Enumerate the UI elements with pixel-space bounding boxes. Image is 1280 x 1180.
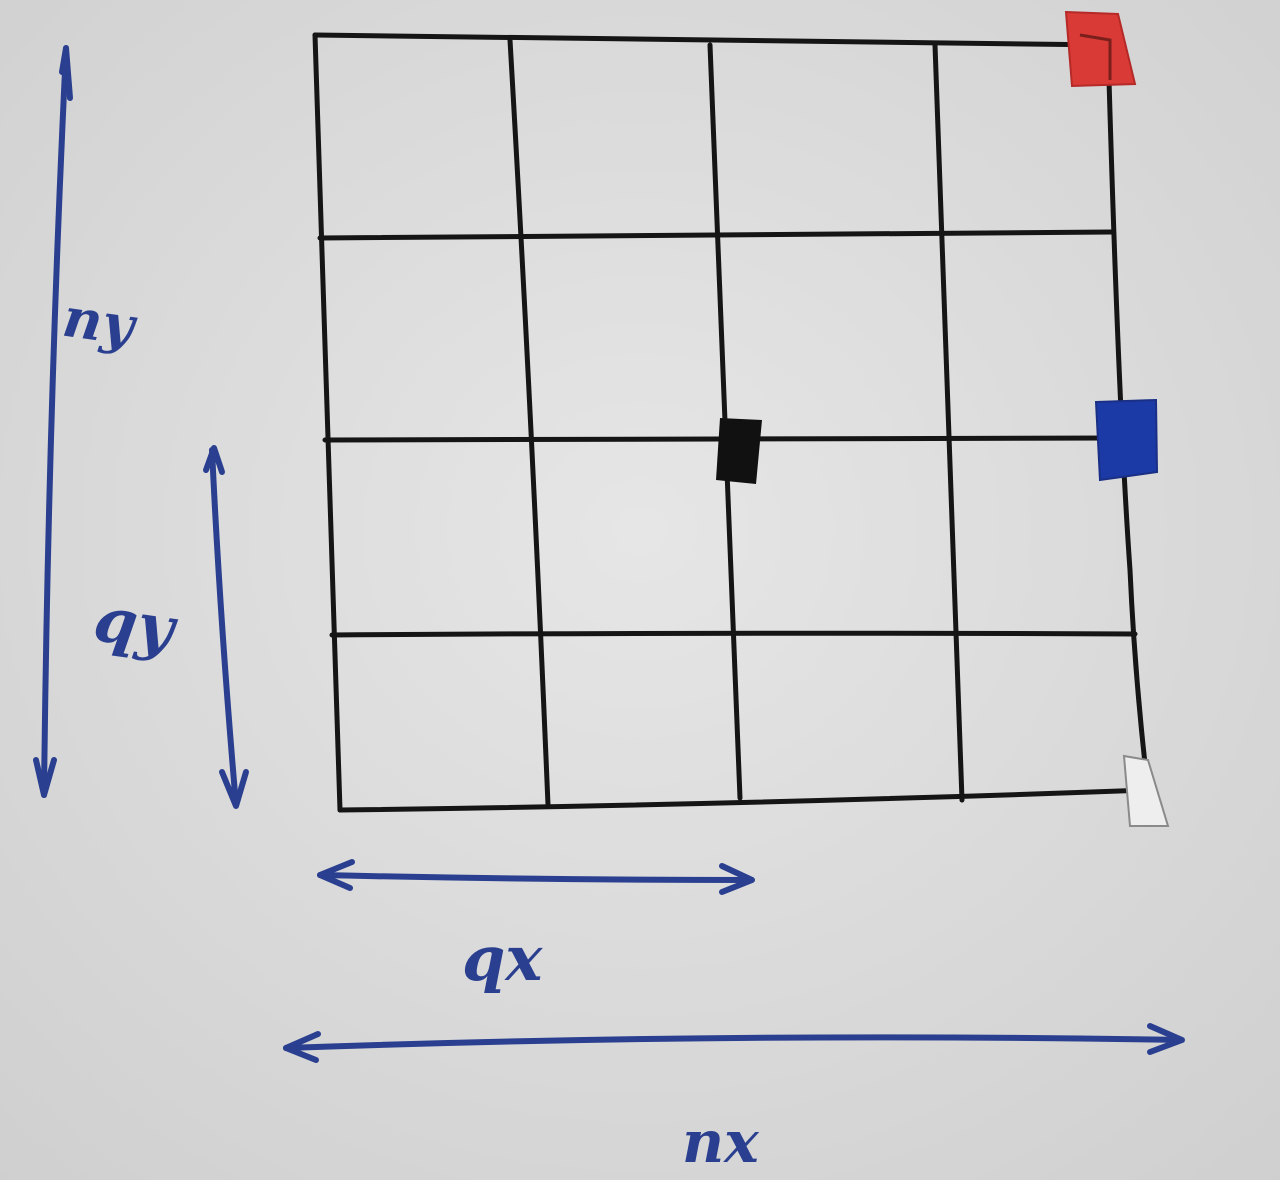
nx-arrow-head-right — [1147, 1023, 1185, 1055]
ny-arrow-head-bottom — [33, 757, 57, 798]
qx-arrow-head-right — [719, 863, 755, 895]
markers — [716, 10, 1170, 827]
nx-label: nx — [682, 1108, 760, 1176]
grid-line-v4 — [1105, 42, 1151, 793]
arrows — [33, 45, 1185, 1063]
qy-arrow-head-bottom — [219, 769, 249, 809]
qy-label: qy — [90, 582, 183, 666]
ny-label: ny — [59, 285, 141, 359]
qy-arrow-head-top — [203, 445, 225, 475]
grid — [312, 32, 1151, 813]
qx-arrow-head-left — [317, 859, 355, 891]
blue-marker — [1094, 398, 1159, 482]
white-marker — [1122, 754, 1170, 827]
grid-line-v3 — [932, 42, 965, 803]
nx-arrow — [283, 1034, 1183, 1051]
nx-arrow-head-left — [283, 1031, 321, 1063]
red-marker — [1064, 10, 1137, 88]
ny-arrow — [41, 47, 69, 798]
red-marker-inner — [1079, 33, 1112, 80]
grid-line-v0 — [312, 32, 343, 813]
grid-line-h0 — [312, 32, 1113, 48]
black-marker — [716, 418, 762, 484]
grid-line-v1 — [507, 37, 551, 808]
qx-label: qx — [462, 922, 543, 995]
grid-line-h4 — [337, 787, 1151, 813]
ny-arrow-head-top — [59, 45, 73, 101]
qy-arrow — [209, 447, 239, 808]
qx-arrow — [317, 872, 753, 883]
